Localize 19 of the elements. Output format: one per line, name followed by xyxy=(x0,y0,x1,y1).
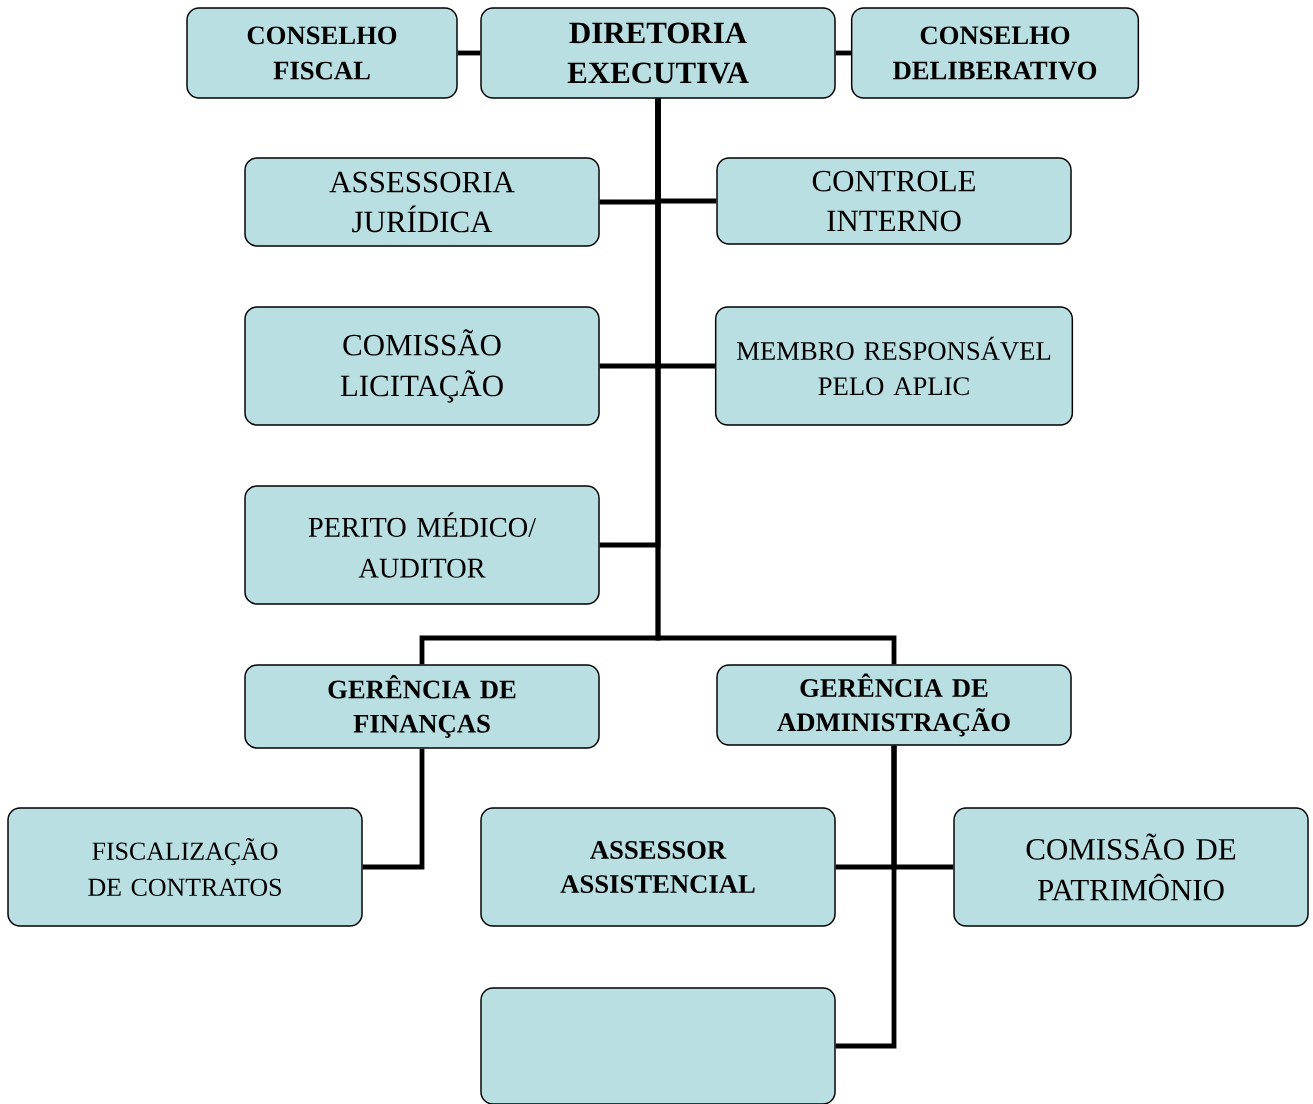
org-box: DIRETORIA EXECUTIVA xyxy=(480,7,836,99)
org-box: CONTROLE INTERNO xyxy=(716,157,1072,245)
org-box: GERÊNCIA DE FINANÇAS xyxy=(244,664,600,749)
org-box: ASSESSORIA JURÍDICA xyxy=(244,157,600,247)
org-box: COMISSÃO LICITAÇÃO xyxy=(244,306,600,426)
connector-line xyxy=(457,50,481,56)
org-box: COMISSÃO DE PATRIMÔNIO xyxy=(953,807,1309,927)
org-box: CONSELHO DELIBERATIVO xyxy=(850,7,1140,99)
org-box xyxy=(480,987,836,1104)
connector-line xyxy=(362,748,425,870)
org-box: FISCALIZAÇÃO DE CONTRATOS xyxy=(7,807,363,927)
org-box: CONSELHO FISCAL xyxy=(186,7,458,99)
org-box: GERÊNCIA DE ADMINISTRAÇÃO xyxy=(716,664,1072,746)
org-box: MEMBRO RESPONSÁVEL PELO APLIC xyxy=(714,306,1074,426)
org-box: PERITO MÉDICO/ AUDITOR xyxy=(244,485,600,605)
connector-line xyxy=(835,745,897,1049)
connector-line xyxy=(655,98,897,665)
connector-line xyxy=(835,50,851,56)
org-box: ASSESSOR ASSISTENCIAL xyxy=(480,807,836,927)
